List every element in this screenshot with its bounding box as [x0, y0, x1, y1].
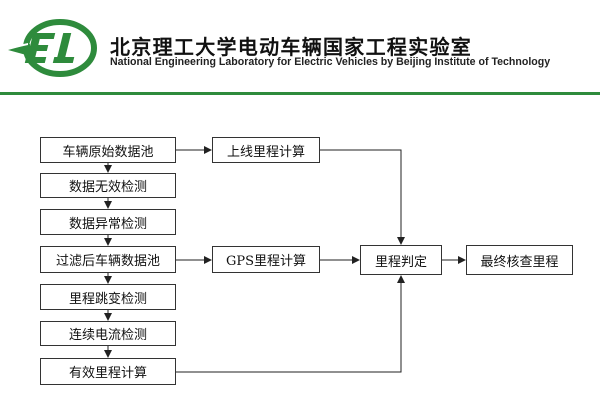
lab-logo [8, 19, 97, 77]
node-valid-mileage-calc: 有效里程计算 [40, 358, 176, 385]
lab-title-english: National Engineering Laboratory for Elec… [110, 56, 551, 68]
node-filtered-data-pool: 过滤后车辆数据池 [40, 246, 176, 273]
header-divider [0, 92, 600, 95]
header: 北京理工大学电动车辆国家工程实验室 National Engineering L… [0, 0, 600, 97]
edge-valid-to-judge [176, 275, 405, 373]
node-mileage-judgement: 里程判定 [360, 245, 442, 275]
node-gps-mileage-calc: GPS里程计算 [212, 246, 320, 273]
node-invalid-data-check: 数据无效检测 [40, 173, 176, 198]
node-continuous-current-check: 连续电流检测 [40, 321, 176, 346]
lab-title-chinese: 北京理工大学电动车辆国家工程实验室 [110, 35, 473, 59]
edge-online-to-judge [320, 149, 405, 245]
node-anomaly-data-check: 数据异常检测 [40, 209, 176, 235]
node-raw-data-pool: 车辆原始数据池 [40, 137, 176, 163]
logo-icon [8, 19, 97, 77]
node-final-verified-mileage: 最终核查里程 [466, 245, 573, 275]
node-mileage-jump-check: 里程跳变检测 [40, 284, 176, 310]
node-online-mileage-calc: 上线里程计算 [212, 137, 320, 163]
